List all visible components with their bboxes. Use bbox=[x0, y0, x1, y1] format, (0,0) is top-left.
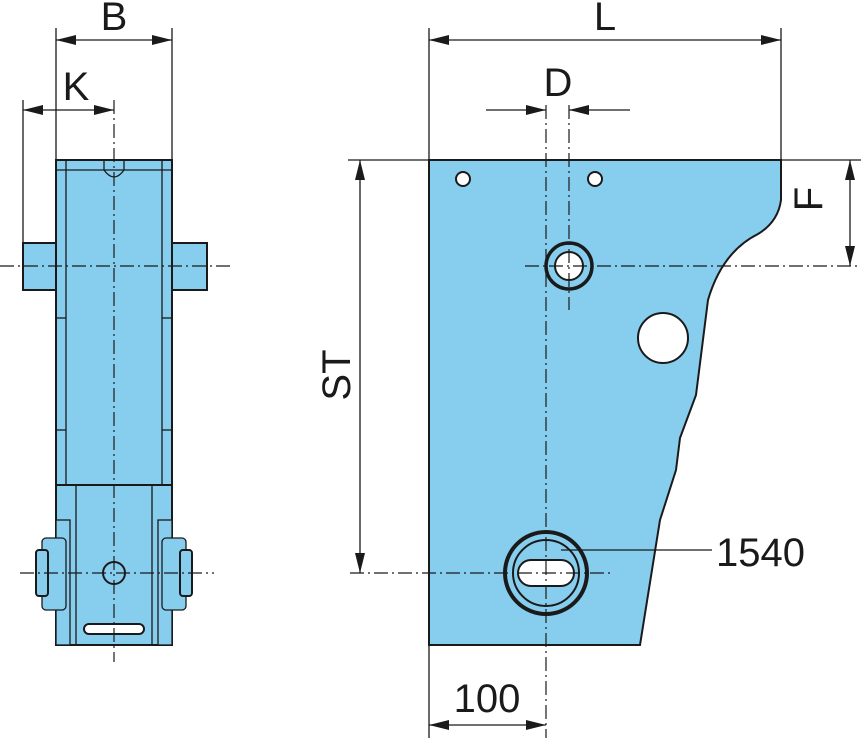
front-view-small-hole-left bbox=[455, 171, 471, 187]
label-st: ST bbox=[315, 349, 359, 400]
front-view-body bbox=[428, 159, 782, 646]
side-view bbox=[0, 100, 230, 662]
label-k: K bbox=[63, 65, 90, 109]
label-l: L bbox=[594, 0, 616, 39]
label-part-number: 1540 bbox=[716, 531, 805, 575]
front-view-small-hole-right bbox=[587, 171, 603, 187]
dimension-st: ST bbox=[315, 159, 429, 573]
dimension-100: 100 bbox=[428, 645, 546, 738]
dimension-b: B bbox=[55, 0, 173, 160]
part-number-callout: 1540 bbox=[561, 531, 805, 575]
dimension-f: F bbox=[781, 159, 861, 266]
dimension-d: D bbox=[486, 61, 630, 115]
dimension-l: L bbox=[428, 0, 782, 160]
front-view bbox=[350, 105, 861, 738]
label-f: F bbox=[787, 187, 831, 211]
label-b: B bbox=[101, 0, 128, 39]
label-100: 100 bbox=[454, 677, 521, 721]
label-d: D bbox=[544, 61, 573, 105]
dimension-k: K bbox=[22, 65, 114, 243]
front-view-large-hole bbox=[637, 312, 689, 364]
